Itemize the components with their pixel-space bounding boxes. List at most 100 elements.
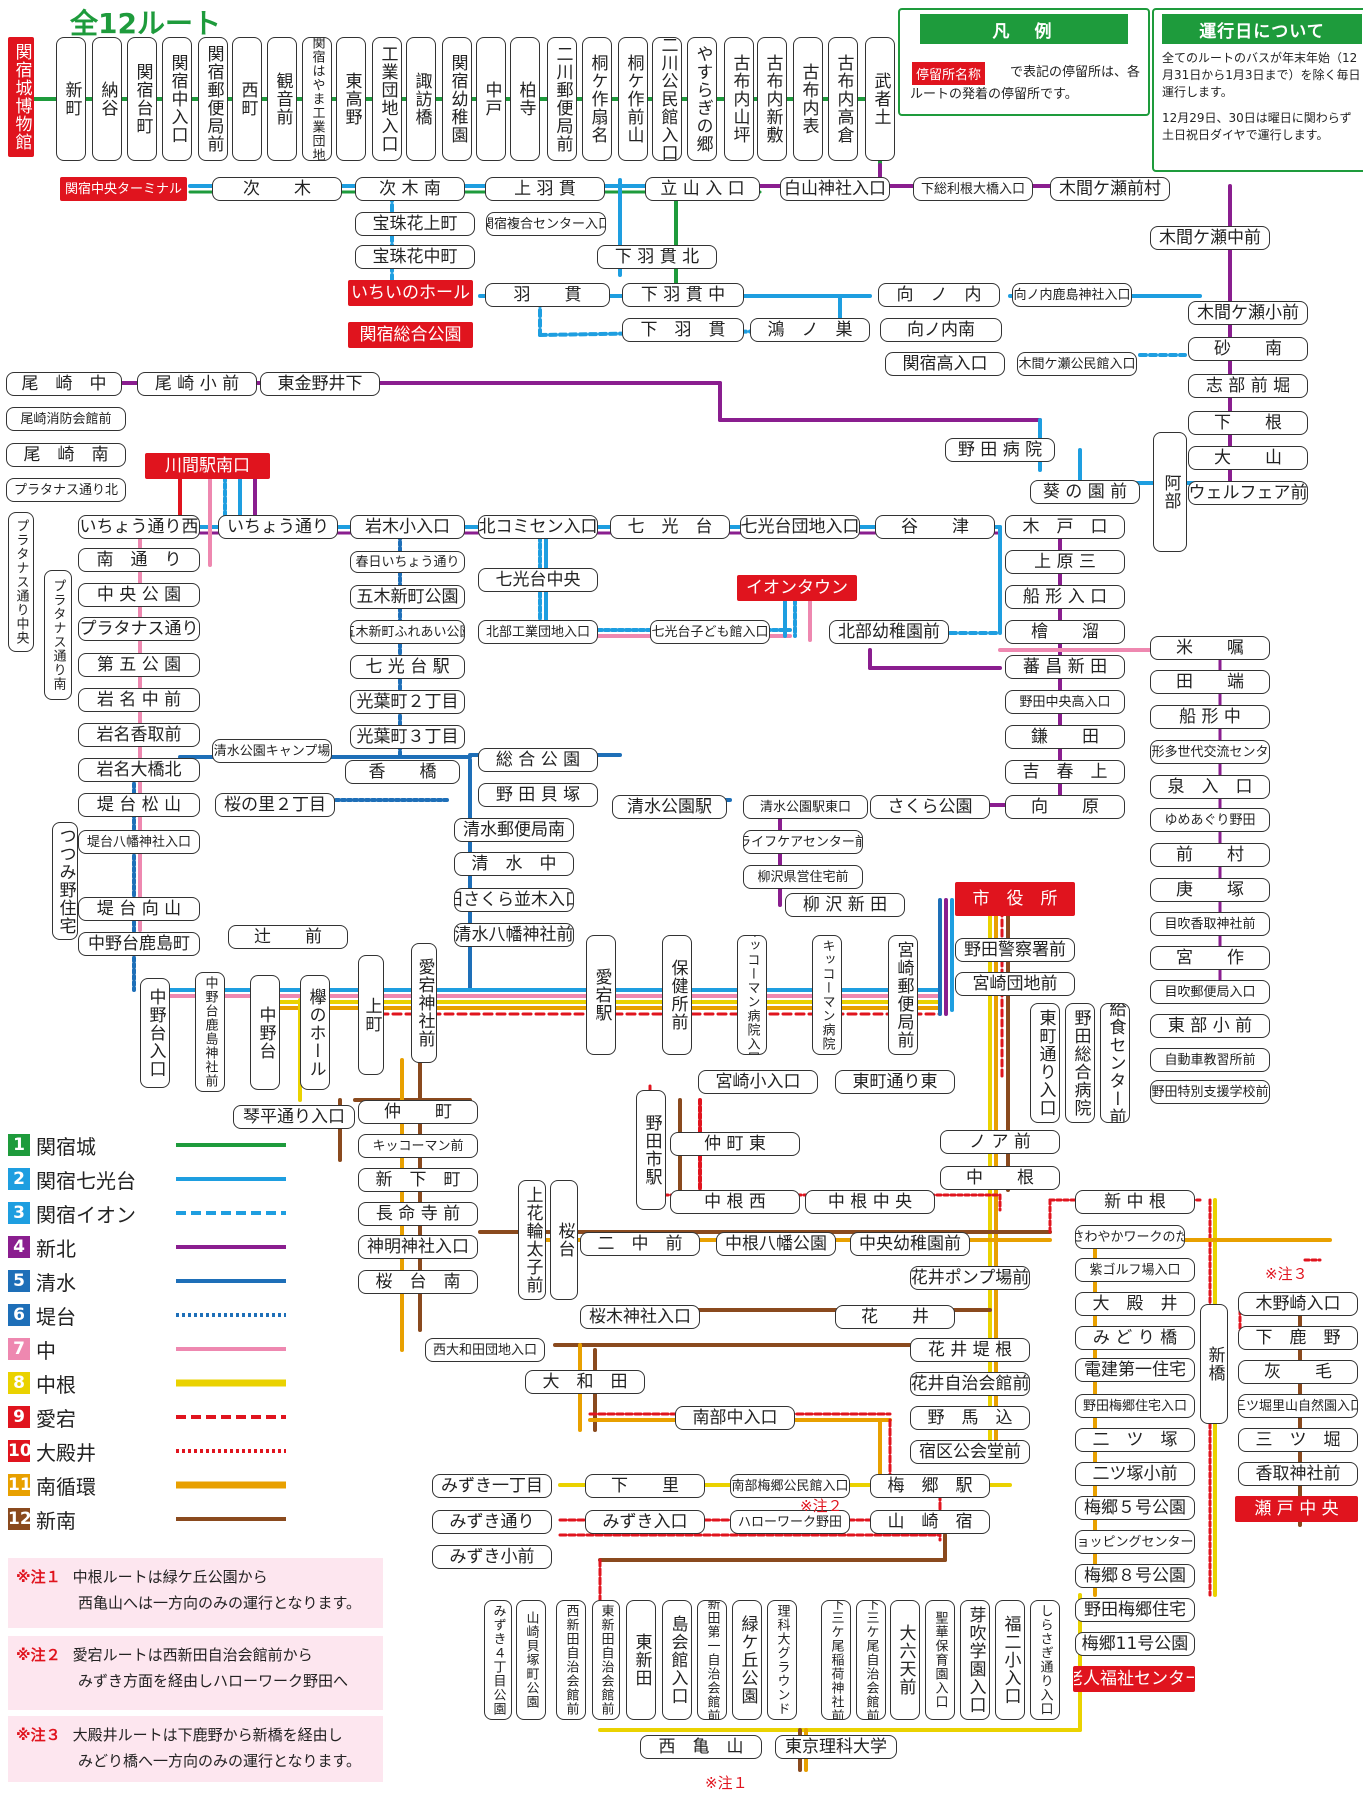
bus-stop[interactable]: 宮崎団地前 bbox=[955, 972, 1075, 996]
bus-stop[interactable]: 大 和 田 bbox=[525, 1370, 645, 1394]
bus-stop[interactable]: 欅のホール bbox=[300, 975, 330, 1090]
bus-stop[interactable]: 南部梅郷公民館入口 bbox=[730, 1474, 850, 1498]
bus-stop[interactable]: 新 下 町 bbox=[358, 1168, 478, 1192]
bus-stop[interactable]: 梅 郷 駅 bbox=[870, 1474, 990, 1498]
bus-stop[interactable]: 堤 台 松 山 bbox=[78, 793, 200, 817]
bus-stop[interactable]: 下三ケ尾自治会館前 bbox=[856, 1600, 886, 1720]
bus-stop[interactable]: 第 五 公 園 bbox=[78, 653, 200, 677]
bus-stop[interactable]: 次 木 bbox=[212, 177, 342, 201]
bus-stop[interactable]: 宮崎郵便局前 bbox=[888, 935, 918, 1055]
bus-stop[interactable]: 桐ケ作前山 bbox=[618, 37, 648, 161]
bus-stop[interactable]: 花 井 堤 根 bbox=[910, 1338, 1030, 1362]
bus-stop[interactable]: 庚 塚 bbox=[1150, 878, 1270, 902]
bus-stop[interactable]: 関宿中央ターミナル bbox=[60, 177, 187, 201]
bus-stop[interactable]: みずき通り bbox=[432, 1510, 552, 1534]
bus-stop[interactable]: 南部中入口 bbox=[675, 1406, 795, 1430]
bus-stop[interactable]: ウェルフェア前 bbox=[1188, 481, 1308, 505]
bus-stop[interactable]: 木 戸 口 bbox=[1005, 515, 1125, 539]
bus-stop[interactable]: キッコーマン病院 bbox=[812, 935, 842, 1055]
bus-stop[interactable]: 目吹郵便局入口 bbox=[1150, 980, 1270, 1004]
bus-stop[interactable]: 新町 bbox=[56, 37, 86, 161]
bus-stop[interactable]: 岩名大橋北 bbox=[78, 758, 200, 782]
bus-stop[interactable]: いちょう通り西 bbox=[78, 515, 200, 539]
bus-stop[interactable]: 二ツ塚小前 bbox=[1075, 1462, 1195, 1486]
bus-stop[interactable]: 福二小入口 bbox=[995, 1600, 1025, 1720]
bus-stop[interactable]: 下 里 bbox=[585, 1474, 705, 1498]
bus-stop[interactable]: 谷 津 bbox=[875, 515, 995, 539]
bus-stop[interactable]: み ど り 橋 bbox=[1075, 1326, 1195, 1350]
bus-stop[interactable]: 中根八幡公園 bbox=[716, 1232, 836, 1256]
bus-stop[interactable]: 中 根 中 央 bbox=[805, 1190, 935, 1214]
bus-stop[interactable]: 柳 沢 新 田 bbox=[785, 893, 905, 917]
bus-stop[interactable]: 船形多世代交流センター bbox=[1150, 740, 1270, 764]
bus-stop[interactable]: 木間ケ瀬公民館入口 bbox=[1017, 352, 1137, 376]
bus-stop[interactable]: 島会館入口 bbox=[662, 1600, 692, 1720]
bus-stop[interactable]: 宮崎小入口 bbox=[698, 1070, 818, 1094]
bus-stop[interactable]: 西大和田団地入口 bbox=[425, 1338, 545, 1362]
bus-stop[interactable]: 関宿城博物館 bbox=[8, 37, 34, 157]
bus-stop[interactable]: 西町 bbox=[232, 37, 262, 161]
bus-stop[interactable]: 給食センター前 bbox=[1100, 1003, 1130, 1123]
bus-stop[interactable]: 野田中央高入口 bbox=[1005, 690, 1125, 714]
bus-stop[interactable]: プラタナス通り南 bbox=[44, 570, 72, 700]
bus-stop[interactable]: 光葉町２丁目 bbox=[350, 690, 465, 714]
bus-stop[interactable]: 野 馬 込 bbox=[910, 1406, 1030, 1430]
bus-stop[interactable]: 新田第一自治会館前 bbox=[697, 1600, 727, 1720]
bus-stop[interactable]: 桜台 bbox=[550, 1180, 578, 1300]
bus-stop[interactable]: 尾 崎 小 前 bbox=[137, 372, 257, 396]
bus-stop[interactable]: 神明神社入口 bbox=[358, 1235, 478, 1259]
bus-stop[interactable]: 古布内新敷 bbox=[757, 37, 787, 161]
bus-stop[interactable]: 新 中 根 bbox=[1075, 1190, 1195, 1214]
bus-stop[interactable]: 羽 貫 bbox=[485, 283, 610, 307]
bus-stop[interactable]: 芽吹学園入口 bbox=[960, 1600, 990, 1720]
bus-stop[interactable]: 古布内表 bbox=[793, 37, 823, 161]
bus-stop[interactable]: 老人福祉センター bbox=[1073, 1666, 1195, 1692]
bus-stop[interactable]: 光葉町３丁目 bbox=[350, 725, 465, 749]
bus-stop[interactable]: 砂 南 bbox=[1188, 337, 1308, 361]
bus-stop[interactable]: 関宿郵便局前 bbox=[198, 37, 228, 161]
bus-stop[interactable]: 山 崎 宿 bbox=[870, 1510, 990, 1534]
bus-stop[interactable]: 中 根 bbox=[940, 1166, 1060, 1190]
bus-stop[interactable]: 西新田自治会館前 bbox=[556, 1600, 586, 1720]
bus-stop[interactable]: 清 水 中 bbox=[454, 852, 574, 876]
bus-stop[interactable]: 志 部 前 堀 bbox=[1188, 374, 1308, 398]
bus-stop[interactable]: 辻 前 bbox=[228, 925, 348, 949]
bus-stop[interactable]: 瀬 戸 中 央 bbox=[1235, 1496, 1358, 1522]
bus-stop[interactable]: 関宿中入口 bbox=[162, 37, 192, 161]
bus-stop[interactable]: 東高野 bbox=[336, 37, 366, 161]
bus-stop[interactable]: 東町通り東 bbox=[835, 1070, 955, 1094]
bus-stop[interactable]: 清水公園駅東口 bbox=[743, 795, 868, 819]
bus-stop[interactable]: 船 形 中 bbox=[1150, 705, 1270, 729]
bus-stop[interactable]: 七 光 台 駅 bbox=[350, 655, 465, 679]
bus-stop[interactable]: 野 田 病 院 bbox=[945, 438, 1055, 462]
bus-stop[interactable]: 向ノ内南 bbox=[880, 318, 1002, 342]
bus-stop[interactable]: 西 亀 山 bbox=[640, 1735, 762, 1759]
bus-stop[interactable]: 柏寺 bbox=[510, 37, 540, 161]
bus-stop[interactable]: 尾 崎 中 bbox=[6, 372, 122, 396]
bus-stop[interactable]: 緑ケ丘公園 bbox=[732, 1600, 762, 1720]
bus-stop[interactable]: 川間駅南口 bbox=[145, 453, 270, 479]
bus-stop[interactable]: 岩木小入口 bbox=[350, 515, 465, 539]
bus-stop[interactable]: やすらぎの郷 bbox=[687, 37, 717, 161]
bus-stop[interactable]: 保健所前 bbox=[662, 935, 692, 1055]
bus-stop[interactable]: 納谷 bbox=[92, 37, 122, 161]
bus-stop[interactable]: 東町通り入口 bbox=[1030, 1003, 1060, 1123]
bus-stop[interactable]: 下 羽 貫 bbox=[622, 318, 744, 342]
bus-stop[interactable]: 七光台中央 bbox=[478, 568, 598, 592]
bus-stop[interactable]: 田 端 bbox=[1150, 670, 1270, 694]
bus-stop[interactable]: さわやかワークのだ bbox=[1075, 1225, 1185, 1249]
bus-stop[interactable]: プラタナス通り中央 bbox=[8, 512, 34, 652]
bus-stop[interactable]: いちょう通り bbox=[218, 515, 338, 539]
bus-stop[interactable]: 向 原 bbox=[1005, 795, 1125, 819]
bus-stop[interactable]: 野田梅郷住宅 bbox=[1075, 1598, 1195, 1622]
bus-stop[interactable]: 東 部 小 前 bbox=[1150, 1014, 1270, 1038]
bus-stop[interactable]: 中 央 公 園 bbox=[78, 583, 200, 607]
bus-stop[interactable]: 野田市駅 bbox=[636, 1090, 666, 1210]
bus-stop[interactable]: 愛宕神社前 bbox=[411, 943, 437, 1063]
bus-stop[interactable]: ショッピングセンター前 bbox=[1075, 1530, 1195, 1554]
bus-stop[interactable]: 堤 台 向 山 bbox=[78, 897, 200, 921]
bus-stop[interactable]: 観音前 bbox=[267, 37, 297, 161]
bus-stop[interactable]: 関宿総合公園 bbox=[348, 322, 473, 348]
bus-stop[interactable]: キッコーマン前 bbox=[358, 1134, 478, 1158]
bus-stop[interactable]: 鴻 ノ 巣 bbox=[750, 318, 870, 342]
